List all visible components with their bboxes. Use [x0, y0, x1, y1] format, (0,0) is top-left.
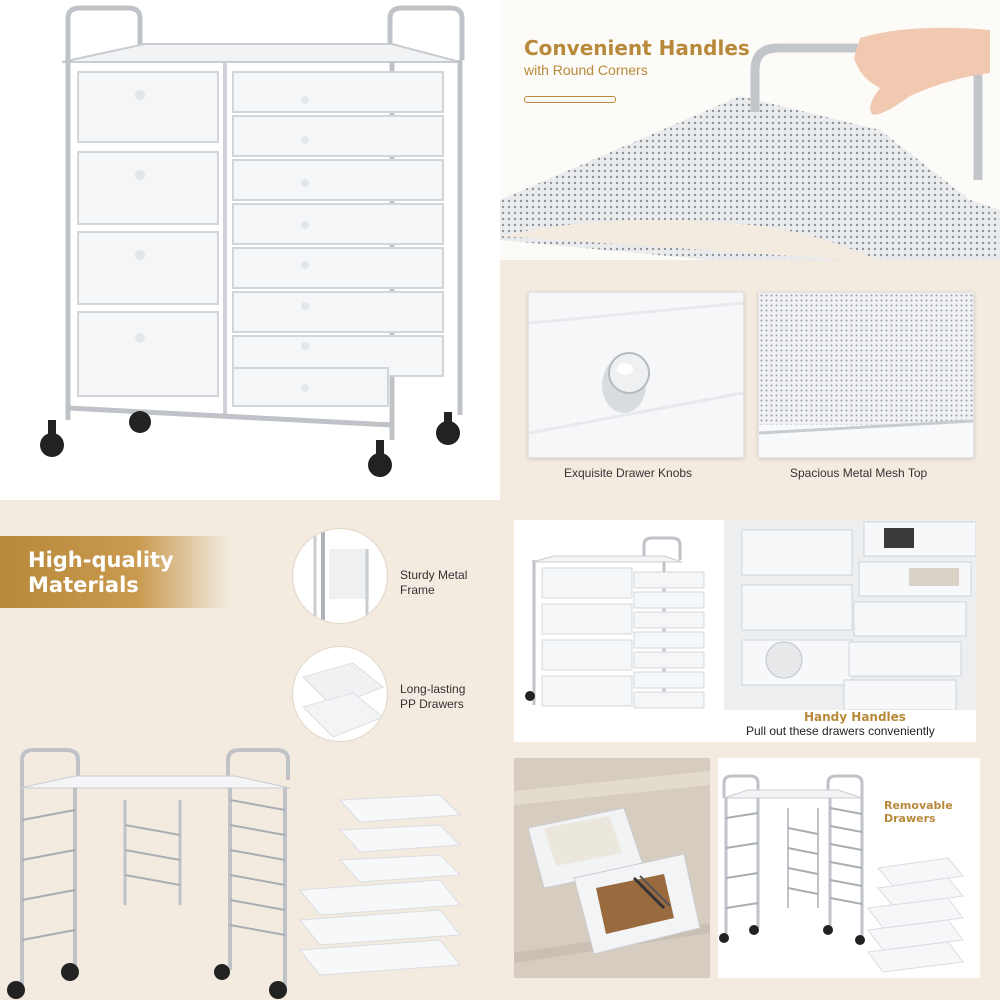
- metal-frame-icon: [313, 529, 369, 623]
- knob-detail-card: [528, 292, 744, 458]
- pp-drawer-icon: [302, 662, 384, 738]
- drawer-knob-icon: [529, 293, 743, 457]
- removable-line2: Drawers: [884, 812, 936, 825]
- removable-line1: Removable: [884, 799, 953, 812]
- open-drawers-illustration: [514, 520, 976, 742]
- drawers-detail-circle: [292, 646, 388, 742]
- materials-panel: High-quality Materials Sturdy Metal Fram…: [0, 500, 500, 1000]
- drawers-caption-line2: PP Drawers: [400, 697, 464, 711]
- removable-drawers-panel: Removable Drawers: [718, 758, 980, 978]
- frame-caption-line1: Sturdy Metal: [400, 568, 468, 582]
- empty-frame-illustration: [7, 748, 462, 999]
- handles-heading: Convenient Handles: [524, 36, 750, 60]
- main-product-panel: [0, 0, 500, 500]
- cart-illustration: [40, 5, 465, 477]
- materials-heading-line2: Materials: [28, 573, 139, 597]
- drawers-caption-line1: Long-lasting: [400, 682, 466, 696]
- handy-handles-subtitle: Pull out these drawers conveniently: [746, 724, 935, 738]
- frame-detail-circle: [292, 528, 388, 624]
- handles-panel: Convenient Handles with Round Corners Ex…: [500, 0, 1000, 500]
- handles-subheading: with Round Corners: [524, 62, 648, 78]
- handy-handles-panel: Handy Handles Pull out these drawers con…: [514, 520, 976, 742]
- frame-caption-line2: Frame: [400, 583, 435, 597]
- storage-bins-photo: [514, 758, 710, 978]
- materials-banner: [0, 536, 230, 608]
- heading-underline: [524, 96, 616, 103]
- metal-mesh-icon: [759, 293, 973, 457]
- materials-heading-line1: High-quality: [28, 548, 174, 572]
- mesh-caption: Spacious Metal Mesh Top: [790, 466, 928, 480]
- knob-caption: Exquisite Drawer Knobs: [564, 466, 693, 480]
- mesh-detail-card: [758, 292, 974, 458]
- cart-without-drawers: [719, 774, 964, 973]
- bins-illustration: [514, 758, 710, 978]
- handy-handles-title: Handy Handles: [804, 710, 906, 724]
- hand-image: [854, 27, 990, 115]
